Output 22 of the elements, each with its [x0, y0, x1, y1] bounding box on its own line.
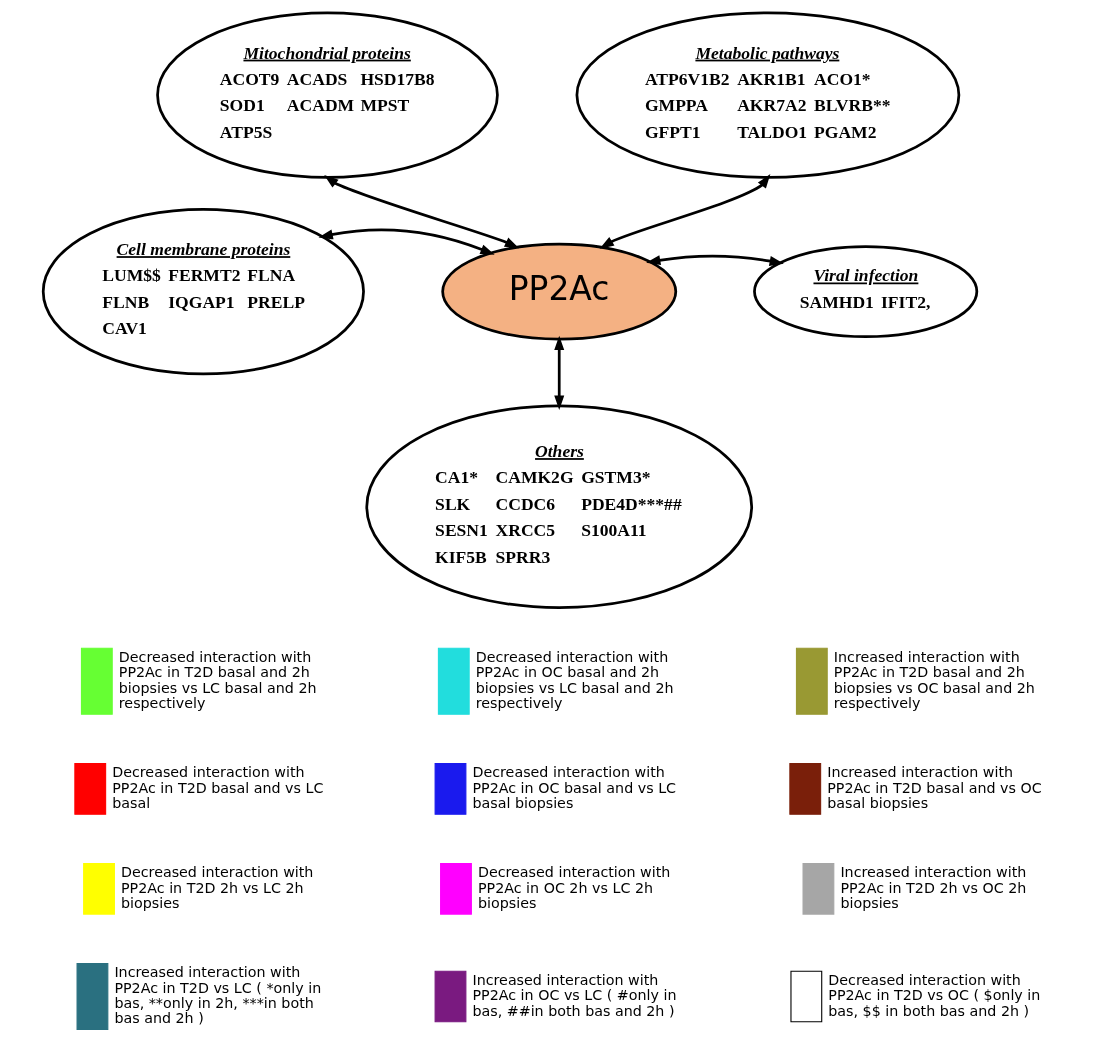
legend-label: Increased interaction with PP2Ac in T2D basal and vs OC basal biopsies	[827, 764, 1042, 812]
legend-label: Decreased interaction with PP2Ac in T2D 2h vs LC 2h biopsies	[121, 864, 314, 911]
legend-label: Increased interaction with PP2Ac in T2D basal and 2h biopsies vs OC basal and 2h respectively	[833, 648, 1035, 712]
node-ellipse: Cell membrane proteins LUM$$ FERMT2 FLNA FLNB IQGAP1 PRELP CAV1	[41, 207, 365, 376]
legend-label: Decreased interaction with PP2Ac in OC 2h vs LC 2h biopsies	[477, 864, 671, 911]
legend-label: Increased interaction with PP2Ac in T2D 2h vs OC 2h biopsies	[840, 864, 1027, 911]
node-ellipse: Viral infection SAMHD1 IFIT2,	[753, 245, 979, 339]
node-ellipse: Mitochondrial proteins ACOT9 ACADS HSD17B8 SOD1 ACADM MPST ATP5S	[156, 11, 499, 179]
legend-label: Decreased interaction with PP2Ac in OC basal and 2h biopsies vs LC basal and 2h respectively	[475, 648, 674, 712]
arrow	[599, 174, 771, 249]
legend-label: Decreased interaction with PP2Ac in T2D basal and 2h biopsies vs LC basal and 2h respectively	[118, 648, 317, 712]
arrow	[318, 228, 495, 255]
legend-label: Decreased interaction with PP2Ac in T2D vs OC ( $only in bas, $$ in both bas and 2h )	[828, 971, 1041, 1019]
legend-label: Increased interaction with PP2Ac in OC vs LC ( #only in bas, ##in both bas and 2h )	[472, 971, 677, 1019]
node-ellipse: Others CA1* CAMK2G GSTM3* SLK CCDC6 PDE4D***## SESN1 XRCC5 S100A11 KIF5B SPRR3	[365, 404, 754, 609]
legend-label: Decreased interaction with PP2Ac in T2D basal and vs LC basal	[112, 764, 324, 812]
arrow	[324, 174, 520, 249]
legend-label: Decreased interaction with PP2Ac in OC basal and vs LC basal biopsies	[472, 764, 677, 812]
node-ellipse: Metabolic pathways ATP6V1B2 AKR1B1 ACO1* GMPPA AKR7A2 BLVRB** GFPT1 TALDO1 PGAM2	[575, 11, 961, 179]
arrow	[646, 254, 784, 266]
legend-label: Increased interaction with PP2Ac in T2D vs LC ( *only in bas, **only in 2h, ***in both bas and 2h )	[114, 964, 322, 1027]
arrow	[554, 335, 565, 410]
